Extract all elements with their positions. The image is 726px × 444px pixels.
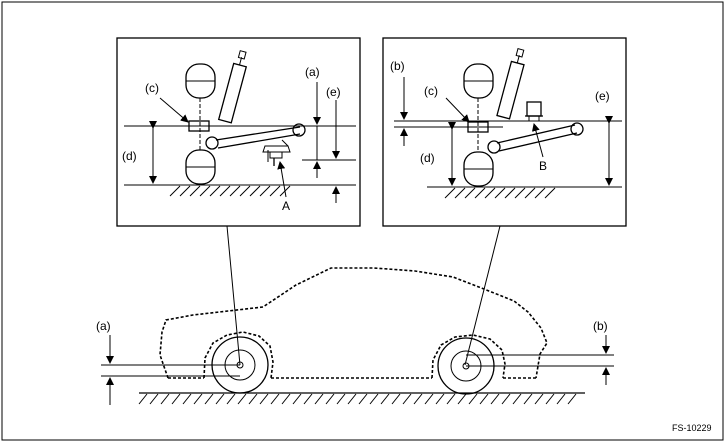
front-height-dimension: (a) — [96, 319, 240, 405]
ground-hatch-stroke — [336, 393, 346, 405]
rear-label-b: (b) — [390, 59, 405, 73]
front-ground-hatch — [169, 185, 291, 197]
part-b-fixture — [525, 101, 543, 121]
ground-hatch-stroke — [534, 393, 544, 405]
main-ground-hatch — [138, 393, 577, 405]
ground-hatch-stroke — [512, 393, 522, 405]
part-b-label: B — [539, 159, 547, 173]
ground-hatch-stroke — [325, 393, 335, 405]
figure-code: FS-10229 — [672, 423, 712, 433]
ground-hatch-stroke — [303, 393, 313, 405]
ground-hatch-stroke — [292, 393, 302, 405]
rear-detail-view: (b) (c) (d) (e) B — [382, 37, 627, 227]
front-label-a: (a) — [305, 65, 320, 79]
ground-hatch-stroke — [468, 393, 478, 405]
ground-hatch-stroke — [215, 393, 225, 405]
ground-hatch-stroke — [556, 393, 566, 405]
ground-hatch-stroke — [138, 393, 148, 405]
ground-hatch-stroke — [248, 393, 258, 405]
front-hub-marker — [188, 120, 210, 132]
ground-hatch-stroke — [347, 393, 357, 405]
car-silhouette — [159, 267, 548, 395]
front-strut — [217, 50, 248, 124]
rear-height-dimension: (b) — [466, 319, 614, 385]
ground-hatch-stroke — [380, 393, 390, 405]
front-label-d: (d) — [122, 149, 137, 163]
car-label-b: (b) — [593, 319, 608, 333]
rear-hub-marker — [467, 121, 489, 133]
front-label-c: (c) — [145, 81, 159, 95]
ground-hatch-stroke — [259, 393, 269, 405]
ground-hatch-stroke — [193, 393, 203, 405]
ground-hatch-stroke — [281, 393, 291, 405]
rear-ground-hatch — [444, 187, 556, 199]
ground-hatch-stroke — [567, 393, 577, 405]
rear-label-e: (e) — [595, 89, 610, 103]
front-leader-line — [226, 225, 241, 366]
ground-hatch-stroke — [457, 393, 467, 405]
rear-label-c: (c) — [424, 84, 438, 98]
ground-hatch-stroke — [479, 393, 489, 405]
rear-wheel-arch — [431, 334, 506, 379]
part-a-fixture — [262, 139, 291, 166]
front-detail-view: (c) (d) (a) (e) A — [116, 37, 361, 227]
car-body-outline — [159, 267, 548, 379]
rear-label-d: (d) — [420, 151, 435, 165]
rear-strut — [496, 48, 525, 120]
ground-hatch-stroke — [523, 393, 533, 405]
ground-hatch-stroke — [402, 393, 412, 405]
ground-hatch-stroke — [391, 393, 401, 405]
front-label-e: (e) — [326, 85, 341, 99]
ground-hatch-stroke — [314, 393, 324, 405]
ground-hatch-stroke — [424, 393, 434, 405]
front-c-pointer — [159, 97, 189, 123]
ground-hatch-stroke — [490, 393, 500, 405]
ground-hatch-stroke — [413, 393, 423, 405]
ground-hatch-stroke — [237, 393, 247, 405]
ground-hatch-stroke — [446, 393, 456, 405]
ground-hatch-stroke — [149, 393, 159, 405]
rear-leader-line — [464, 225, 501, 366]
part-a-label: A — [282, 199, 290, 213]
rear-control-arm — [487, 122, 584, 154]
ground-hatch-stroke — [435, 393, 445, 405]
rear-detail-frame — [382, 37, 627, 227]
part-b-pointer — [531, 123, 544, 158]
ground-hatch-stroke — [358, 393, 368, 405]
ground-hatch-stroke — [182, 393, 192, 405]
ground-hatch-stroke — [204, 393, 214, 405]
front-wheel-arch — [203, 331, 274, 379]
front-detail-frame — [116, 37, 361, 227]
ground-hatch-stroke — [545, 393, 555, 405]
part-a-pointer — [277, 161, 287, 198]
ground-hatch-stroke — [369, 393, 379, 405]
ground-hatch-stroke — [171, 393, 181, 405]
ground-hatch-stroke — [160, 393, 170, 405]
ground-hatch-stroke — [226, 393, 236, 405]
front-control-arm — [205, 123, 306, 150]
ground-hatch-stroke — [270, 393, 280, 405]
ground-hatch-stroke — [501, 393, 511, 405]
car-label-a: (a) — [96, 319, 111, 333]
rear-c-pointer — [445, 97, 470, 123]
